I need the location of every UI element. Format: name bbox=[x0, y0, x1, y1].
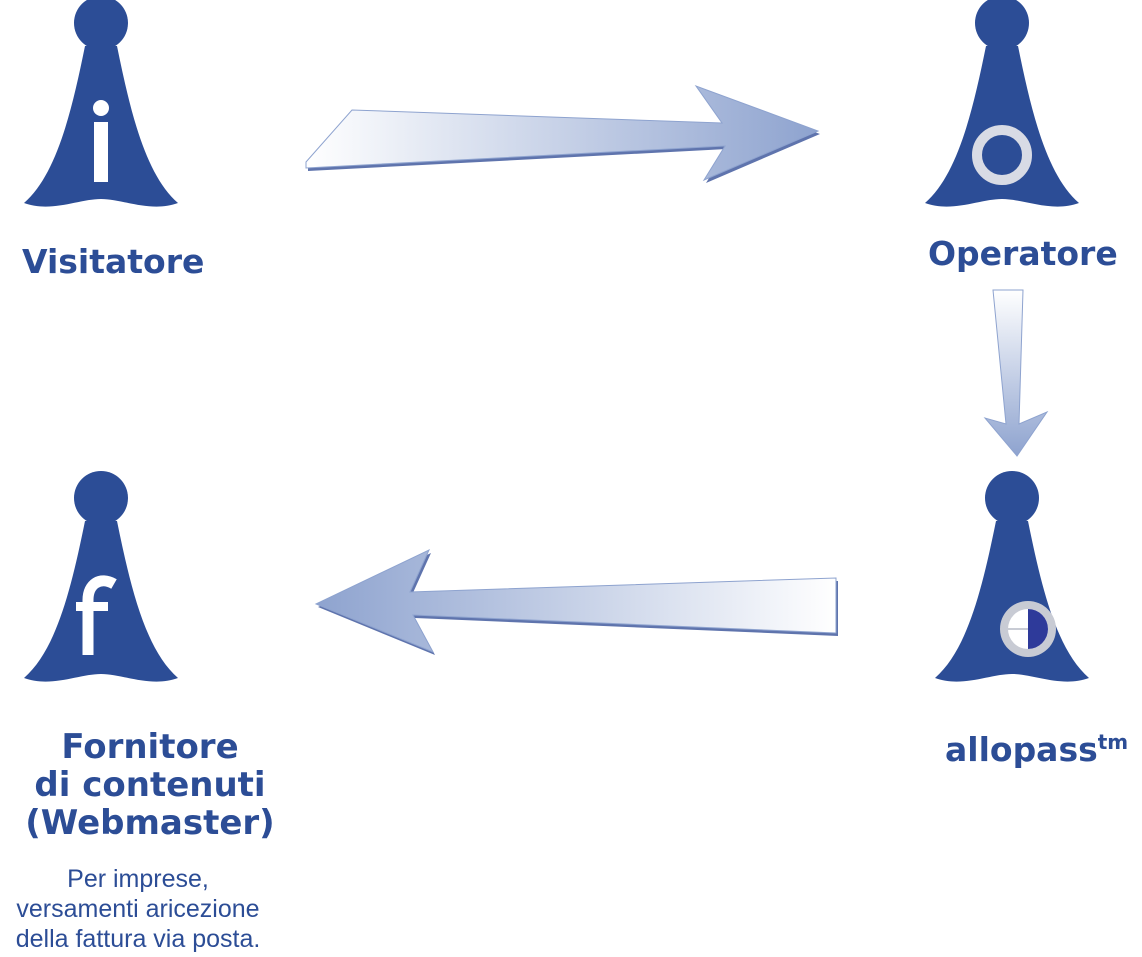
circle-o-icon bbox=[972, 125, 1032, 185]
flow-arrow-operatore-allopass bbox=[983, 289, 1049, 457]
fornitore-label-line-2: di contenuti bbox=[34, 765, 266, 805]
fornitore-note-line-1: Per imprese, bbox=[67, 865, 209, 893]
fornitore-label: Fornitore di contenuti (Webmaster) bbox=[0, 728, 300, 842]
fornitore-figure bbox=[24, 471, 178, 682]
fornitore-note-line-3: della fattura via posta. bbox=[15, 925, 261, 953]
fornitore-label-line-1: Fornitore bbox=[61, 727, 239, 767]
fornitore-note-line-2: versamenti aricezione bbox=[16, 895, 260, 923]
allopass-label-text: allopass bbox=[945, 730, 1098, 769]
half-circle-icon bbox=[1000, 601, 1056, 657]
allopass-trademark: tm bbox=[1097, 730, 1129, 754]
visitatore-label: Visitatore bbox=[22, 242, 205, 281]
fornitore-label-line-3: (Webmaster) bbox=[25, 803, 275, 843]
visitatore-figure bbox=[24, 0, 178, 207]
flow-arrow-visitatore-operatore bbox=[305, 84, 820, 183]
f-icon bbox=[76, 575, 117, 655]
allopass-label: allopasstm bbox=[945, 730, 1128, 769]
flow-arrow-allopass-fornitore bbox=[314, 548, 838, 655]
operatore-label: Operatore bbox=[928, 234, 1118, 273]
allopass-figure bbox=[935, 471, 1089, 682]
fornitore-note: Per imprese, versamenti aricezione della… bbox=[0, 864, 306, 954]
operatore-figure bbox=[925, 0, 1079, 207]
info-icon bbox=[93, 100, 109, 182]
